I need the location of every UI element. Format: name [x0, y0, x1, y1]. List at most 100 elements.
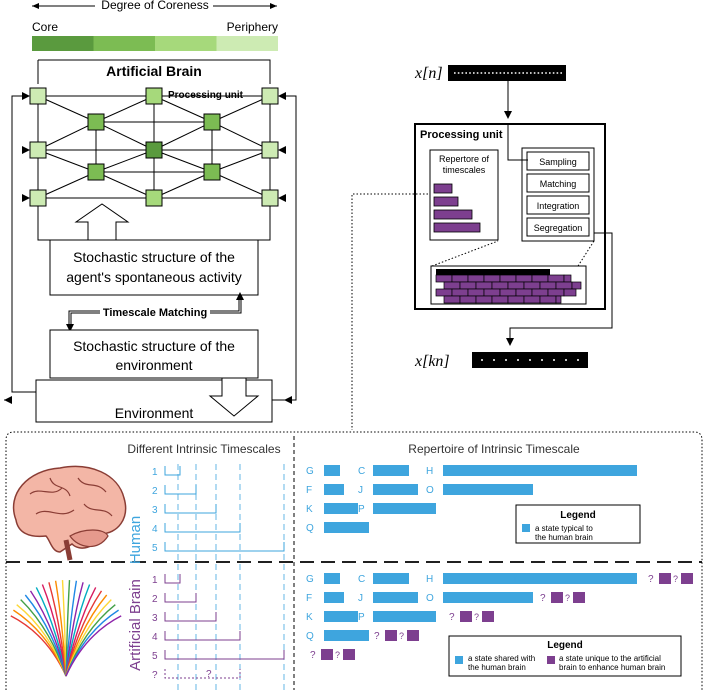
shared-state-letter: J — [358, 593, 363, 604]
network-edge — [95, 95, 155, 123]
network-edge — [153, 149, 213, 173]
shared-state-letter: N — [514, 574, 521, 585]
processing-unit-node — [261, 189, 279, 207]
brick-cell — [451, 288, 469, 297]
repertoire-bar — [433, 222, 481, 233]
loop-arrowheads — [4, 92, 292, 404]
brick-cell — [475, 281, 493, 290]
output-sample-dot — [553, 359, 555, 361]
unique-state-bar — [343, 649, 355, 660]
unique-state-bar — [659, 573, 671, 584]
brain-network — [29, 87, 279, 207]
brick-cell — [467, 274, 485, 283]
shared-state-bar — [373, 611, 436, 622]
shared-state-bar — [443, 592, 533, 603]
output-sample-dot — [541, 359, 543, 361]
pipeline-step-label: Segregation — [534, 223, 583, 233]
repertoire-bar — [433, 183, 453, 194]
processing-unit-node — [29, 141, 47, 159]
network-edge — [211, 121, 271, 151]
output-sample-dot — [493, 359, 495, 361]
artificial-timescale-label: ? — [152, 670, 158, 681]
brick-cell — [499, 288, 517, 297]
repertoire-bars — [433, 183, 481, 233]
unique-state-mark: ? — [374, 631, 380, 642]
brick-cell — [491, 295, 509, 304]
pipeline-step — [526, 195, 590, 215]
coreness-title: Degree of Coreness — [101, 0, 208, 12]
human-state-bar — [533, 465, 637, 476]
network-edge — [37, 171, 97, 199]
human-timescale-bracket — [164, 523, 241, 533]
artificial-timescale-bracket — [164, 669, 241, 679]
output-sample-dot — [505, 359, 507, 361]
human-brain-image — [12, 465, 127, 561]
artificial-timescale-label: 5 — [152, 651, 158, 662]
human-legend-item2: the human brain — [535, 533, 593, 542]
artificial-legend: Legend a state shared with the human bra… — [448, 635, 682, 677]
shared-state-letter: F — [306, 593, 312, 604]
brick-cell — [523, 281, 541, 290]
unique-state-bar — [681, 573, 693, 584]
shared-state-bar — [324, 630, 369, 641]
processing-unit-node — [261, 141, 279, 159]
processing-unit-node — [87, 113, 105, 131]
artificial-brain-image — [10, 580, 122, 677]
artificial-timescale-label: 3 — [152, 613, 158, 624]
artificial-timescale-label: 2 — [152, 594, 158, 605]
repertoire-line1: Repertore of — [439, 154, 490, 164]
processing-unit-node — [145, 141, 163, 159]
timescale-matching-label: Timescale Matching — [103, 307, 207, 319]
input-signal-bar — [448, 65, 566, 81]
coreness-periphery-label: Periphery — [227, 20, 278, 34]
repertoire-line2: timescales — [443, 165, 486, 175]
env-struct-line1: Stochastic structure of the — [73, 338, 235, 354]
human-state-bar — [324, 503, 358, 514]
unique-state-mark: ? — [565, 593, 570, 603]
brick-cell — [515, 288, 533, 297]
environment-structure-box — [49, 329, 259, 379]
brick-cell — [547, 288, 565, 297]
human-state-letter: F — [306, 485, 312, 496]
shared-state-letter: H — [426, 574, 433, 585]
artificial-timescale-bracket — [164, 650, 285, 660]
artificial-timescale-bracket — [164, 612, 217, 622]
human-timescale-label: 2 — [152, 486, 158, 497]
human-state-letter: P — [358, 504, 365, 515]
unique-state-mark: ? — [399, 631, 404, 641]
artificial-timescale-bracket — [164, 574, 181, 584]
processing-unit-node — [203, 113, 221, 131]
coreness-segment — [32, 36, 94, 51]
brick-cell — [571, 281, 582, 290]
network-edge — [153, 171, 213, 199]
human-state-bar — [324, 484, 344, 495]
intrinsic-title: Different Intrinsic Timescales — [127, 442, 280, 456]
artificial-label: Artificial Brain — [127, 579, 144, 671]
human-state-letter: C — [358, 466, 365, 477]
human-timescale-label: 3 — [152, 505, 158, 516]
human-legend-item: a state typical to — [535, 524, 593, 533]
detail-connector — [351, 193, 428, 430]
human-state-bar — [373, 503, 436, 514]
artificial-timescale-label: 4 — [152, 632, 158, 643]
segregation-brick-pattern — [435, 269, 582, 304]
pipeline-step-label: Matching — [540, 179, 577, 189]
pipeline-step-label: Sampling — [539, 157, 577, 167]
human-state-bar — [443, 484, 533, 495]
processing-unit-node — [87, 163, 105, 181]
network-edge — [95, 149, 155, 173]
output-arrow — [506, 232, 613, 346]
output-sample-dot — [577, 359, 579, 361]
unique-state-bar — [573, 592, 585, 603]
network-edge — [37, 149, 97, 173]
brick-cell — [507, 295, 525, 304]
brick-cell — [451, 274, 469, 283]
pipeline-step — [526, 151, 590, 171]
unique-state-mark: ? — [474, 612, 479, 622]
brick-cell — [531, 274, 549, 283]
artificial-timescale-bracket — [164, 593, 197, 603]
